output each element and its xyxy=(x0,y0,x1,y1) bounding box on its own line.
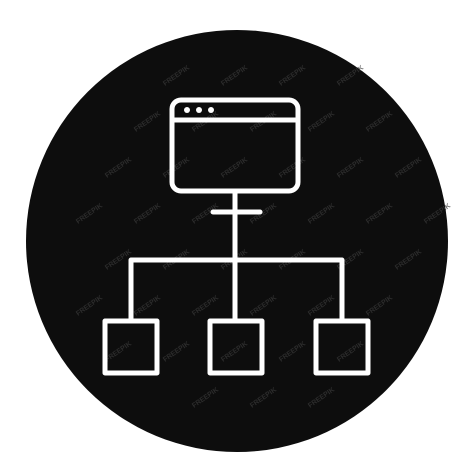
child-node-center xyxy=(207,318,265,376)
child-node-left xyxy=(102,318,160,376)
sitemap-lines xyxy=(102,97,371,376)
window-dot-2 xyxy=(196,107,202,113)
window-dot-1 xyxy=(184,107,190,113)
child-node-right xyxy=(313,318,371,376)
window-dot-3 xyxy=(208,107,214,113)
branch-connector xyxy=(128,257,345,323)
browser-window-dots xyxy=(184,107,214,113)
